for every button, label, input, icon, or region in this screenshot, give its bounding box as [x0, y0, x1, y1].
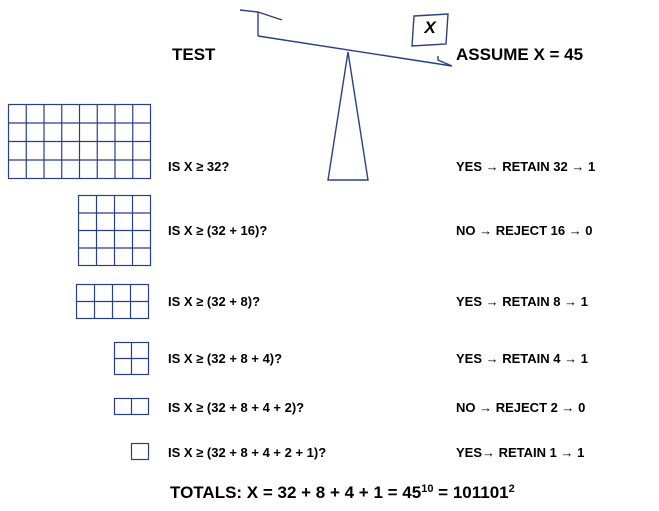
test-row-1: IS X ≥ 32?	[168, 159, 230, 174]
test-heading: TEST	[172, 45, 216, 64]
test-row-2: IS X ≥ (32 + 16)?	[168, 223, 268, 238]
right-pan	[437, 56, 453, 67]
blocks-8-grid	[75, 283, 150, 320]
result-row-1: YES → RETAIN 32 → 1	[456, 159, 596, 174]
test-row-3: IS X ≥ (32 + 8)?	[168, 294, 261, 309]
weight-x-label: X	[424, 18, 436, 37]
result-row-2: NO → REJECT 16 → 0	[456, 223, 593, 238]
base-10-subscript: 10	[421, 483, 434, 495]
blocks-2-grid	[113, 397, 150, 416]
blocks-16-grid	[77, 194, 152, 267]
result-row-4: YES → RETAIN 4 → 1	[456, 351, 588, 366]
blocks-4-grid	[113, 341, 150, 376]
totals-line: TOTALS: X = 32 + 8 + 4 + 1 = 4510 = 1011…	[170, 483, 515, 503]
scale-fulcrum	[327, 51, 369, 181]
result-row-5: NO → REJECT 2 → 0	[456, 400, 586, 415]
balance-scale-illustration	[239, 9, 453, 181]
base-2-subscript: 2	[508, 483, 515, 495]
weight-x-box	[411, 13, 449, 47]
result-row-6: YES→ RETAIN 1 → 1	[456, 445, 585, 460]
assume-heading: ASSUME X = 45	[456, 45, 584, 64]
result-row-3: YES → RETAIN 8 → 1	[456, 294, 588, 309]
scale-beam	[257, 35, 453, 67]
totals-binary: = 101101	[433, 483, 509, 502]
blocks-32-grid	[7, 103, 152, 180]
blocks-1-grid	[130, 442, 150, 461]
test-row-4: IS X ≥ (32 + 8 + 4)?	[168, 351, 283, 366]
left-pan	[239, 9, 259, 36]
totals-prefix: TOTALS: X = 32 + 8 + 4 + 1 = 45	[170, 483, 422, 502]
test-row-5: IS X ≥ (32 + 8 + 4 + 2)?	[168, 400, 305, 415]
test-row-6: IS X ≥ (32 + 8 + 4 + 2 + 1)?	[168, 445, 327, 460]
